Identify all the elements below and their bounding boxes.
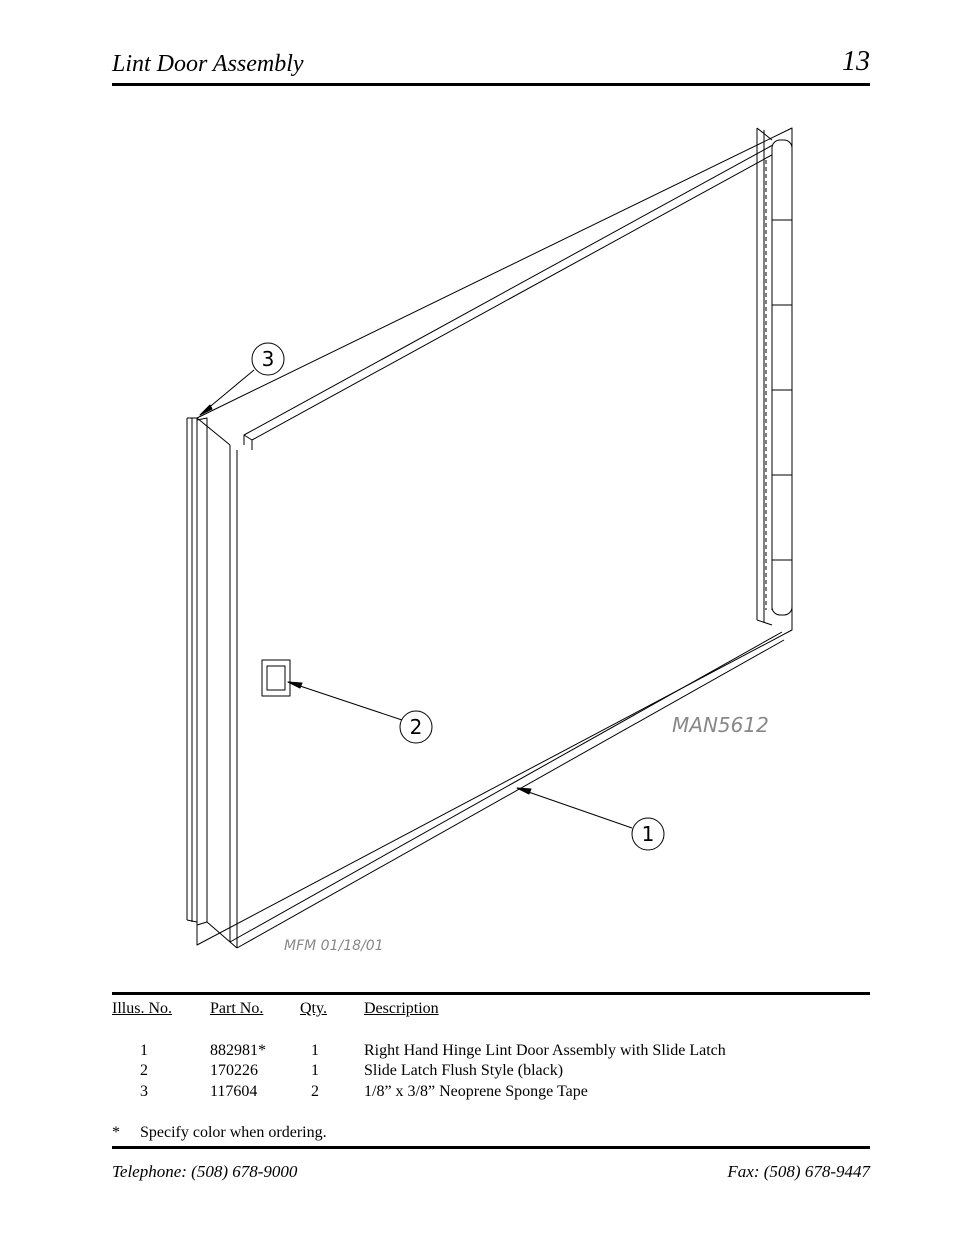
part-no: 882981* [210,1042,266,1059]
callout-1-leader [516,787,633,829]
callout-2-leader [287,681,403,721]
callout-1-circle [631,817,665,851]
description: Slide Latch Flush Style (black) [364,1062,564,1079]
door-left-return [196,417,208,926]
callout-3-label: 3 [262,347,275,371]
part-no: 117604 [210,1083,258,1100]
qty: 1 [311,1062,319,1079]
slide-latch [261,659,291,697]
door-panel [196,127,793,946]
header-qty: Qty. [300,1000,327,1017]
callout-2-label: 2 [410,715,423,739]
header-illus-no: Illus. No. [112,1000,172,1017]
note-text: Specify color when ordering. [140,1124,327,1141]
illus-no: 3 [140,1083,148,1100]
callout-1-label: 1 [642,822,655,846]
qty: 2 [311,1083,319,1100]
parts-table-rule [112,992,870,995]
description: 1/8” x 3/8” Neoprene Sponge Tape [364,1083,588,1100]
illus-no: 2 [140,1062,148,1079]
door-bottom-edge [236,639,785,949]
page-title: Lint Door Assembly [112,51,304,77]
page-number: 13 [842,46,870,77]
description: Right Hand Hinge Lint Door Assembly with… [364,1042,726,1059]
header-part-no: Part No. [210,1000,264,1017]
note-marker: * [112,1124,120,1141]
header-rule [112,83,870,86]
piano-hinge [771,139,793,616]
table-row: 3 117604 2 1/8” x 3/8” Neoprene Sponge T… [112,1083,870,1103]
illus-no: 1 [140,1042,148,1059]
telephone: Telephone: (508) 678-9000 [112,1162,298,1181]
fax: Fax: (508) 678-9447 [727,1162,870,1181]
exploded-view-svg: 3 2 1 MAN5612 MFM 01/18/01 [186,127,793,954]
lint-door-drawing: 3 2 1 MAN5612 MFM 01/18/01 [112,100,870,980]
header-description: Description [364,1000,439,1017]
table-row: 1 882981* 1 Right Hand Hinge Lint Door A… [112,1042,870,1062]
table-row: 2 170226 1 Slide Latch Flush Style (blac… [112,1062,870,1082]
callout-2-circle [399,710,433,744]
part-no: 170226 [210,1062,258,1079]
drawing-number: MAN5612 [672,713,769,737]
qty: 1 [311,1042,319,1059]
footer-rule [112,1146,870,1149]
drafter-stamp: MFM 01/18/01 [284,938,384,954]
callout-3-circle [251,342,285,376]
page-header: Lint Door Assembly 13 [112,44,870,84]
